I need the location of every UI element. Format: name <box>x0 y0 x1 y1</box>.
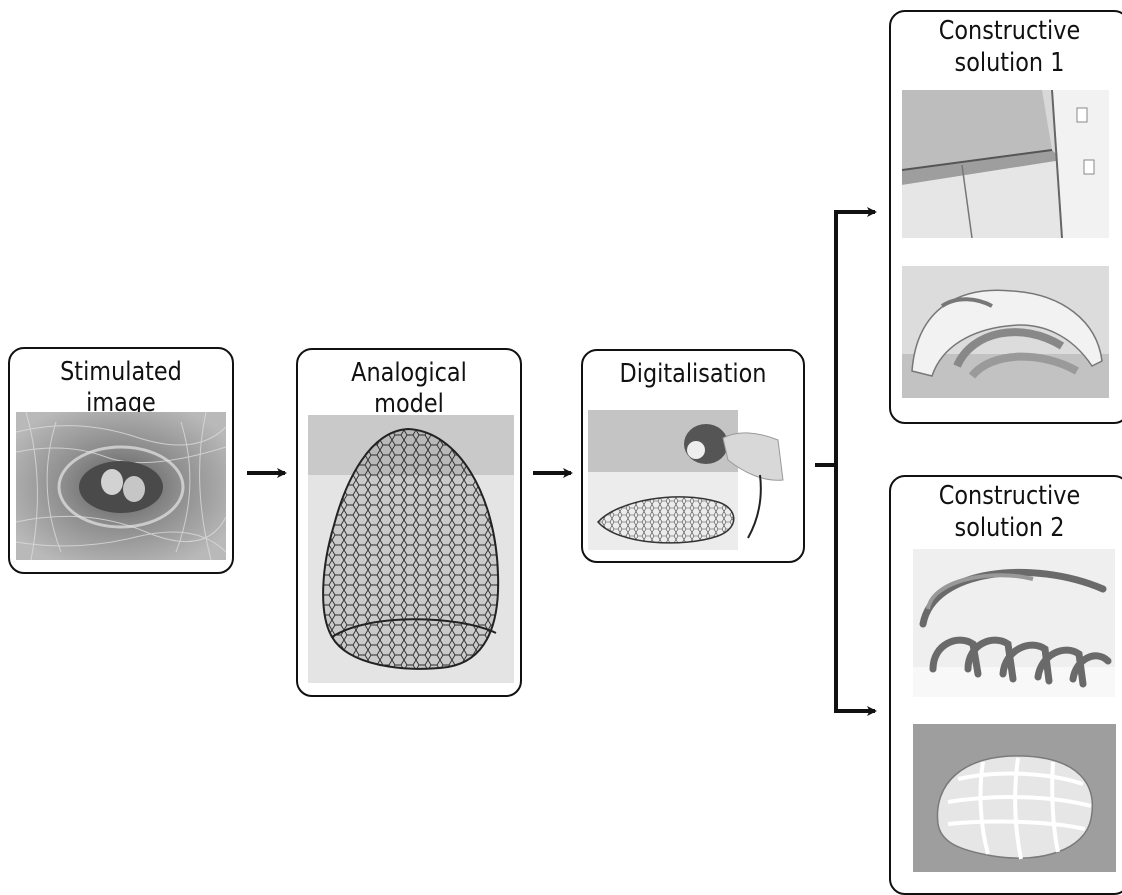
node-label-line-1: Constructive <box>908 481 1112 512</box>
scanning-photo <box>588 410 800 550</box>
plywood-panels-photo <box>902 90 1109 238</box>
node-label: Analogical model <box>314 358 505 420</box>
node-label-line-1: Constructive <box>908 16 1112 47</box>
ribbed-arch-photo <box>913 549 1115 697</box>
node-constructive-solution-1: Constructive solution 1 <box>889 10 1122 424</box>
gridded-shell-photo <box>913 724 1116 872</box>
node-analogical-model: Analogical model <box>296 348 522 697</box>
node-constructive-solution-2: Constructive solution 2 <box>889 475 1122 895</box>
node-stimulated-image: Stimulated image <box>8 347 234 574</box>
node-label: Digitalisation <box>598 359 787 390</box>
node-label: Stimulated image <box>26 357 217 419</box>
node-digitalisation: Digitalisation <box>581 349 805 563</box>
nest-photo <box>16 412 226 560</box>
curved-assembly-photo <box>902 266 1109 398</box>
mesh-model-photo <box>308 415 514 683</box>
node-label-line-2: solution 1 <box>908 48 1112 79</box>
node-label-line-2: solution 2 <box>908 513 1112 544</box>
